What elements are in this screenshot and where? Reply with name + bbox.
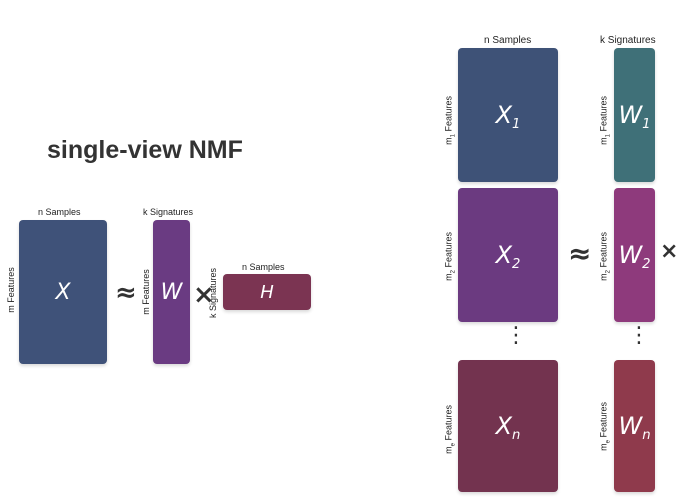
xn-side-label: me Features [443, 404, 457, 454]
w1-side-label: m1 Features [598, 95, 612, 145]
diagram-title: single-view NMF [47, 136, 243, 164]
h-side-label: k Signatures [208, 267, 218, 319]
x-top-label: n Samples [38, 207, 81, 217]
wn-side-label: me Features [598, 401, 612, 451]
x2-matrix: X2 [458, 188, 558, 322]
x2-side-label: m2 Features [443, 231, 457, 281]
w1-matrix: W1 [614, 48, 655, 182]
h-top-label: n Samples [242, 262, 285, 272]
multi-times-symbol: × [660, 239, 679, 264]
h-matrix: H [223, 274, 311, 310]
approx-symbol: ≈ [115, 278, 137, 308]
multi-approx-symbol: ≈ [568, 237, 592, 270]
h-matrix-symbol: H [260, 281, 274, 303]
xn-matrix: Xn [458, 360, 558, 492]
x-side-label: m Features [6, 267, 16, 313]
x-ellipsis: ⋮ [505, 323, 527, 348]
x1-side-label: m1 Features [443, 95, 457, 145]
w-ellipsis: ⋮ [628, 323, 650, 348]
w-matrix-symbol: W [160, 279, 183, 305]
x-matrix: X [19, 220, 107, 364]
multi-w-top-label: k Signatures [600, 35, 656, 46]
w-top-label: k Signatures [143, 207, 194, 217]
x1-matrix: X1 [458, 48, 558, 182]
multi-x-top-label: n Samples [484, 35, 532, 46]
x-matrix-symbol: X [55, 279, 71, 305]
w-side-label: m Features [141, 269, 151, 315]
w2-side-label: m2 Features [598, 231, 612, 281]
wn-matrix: Wn [614, 360, 655, 492]
w2-matrix: W2 [614, 188, 655, 322]
w-matrix: W [153, 220, 190, 364]
times-symbol: × [193, 280, 215, 310]
